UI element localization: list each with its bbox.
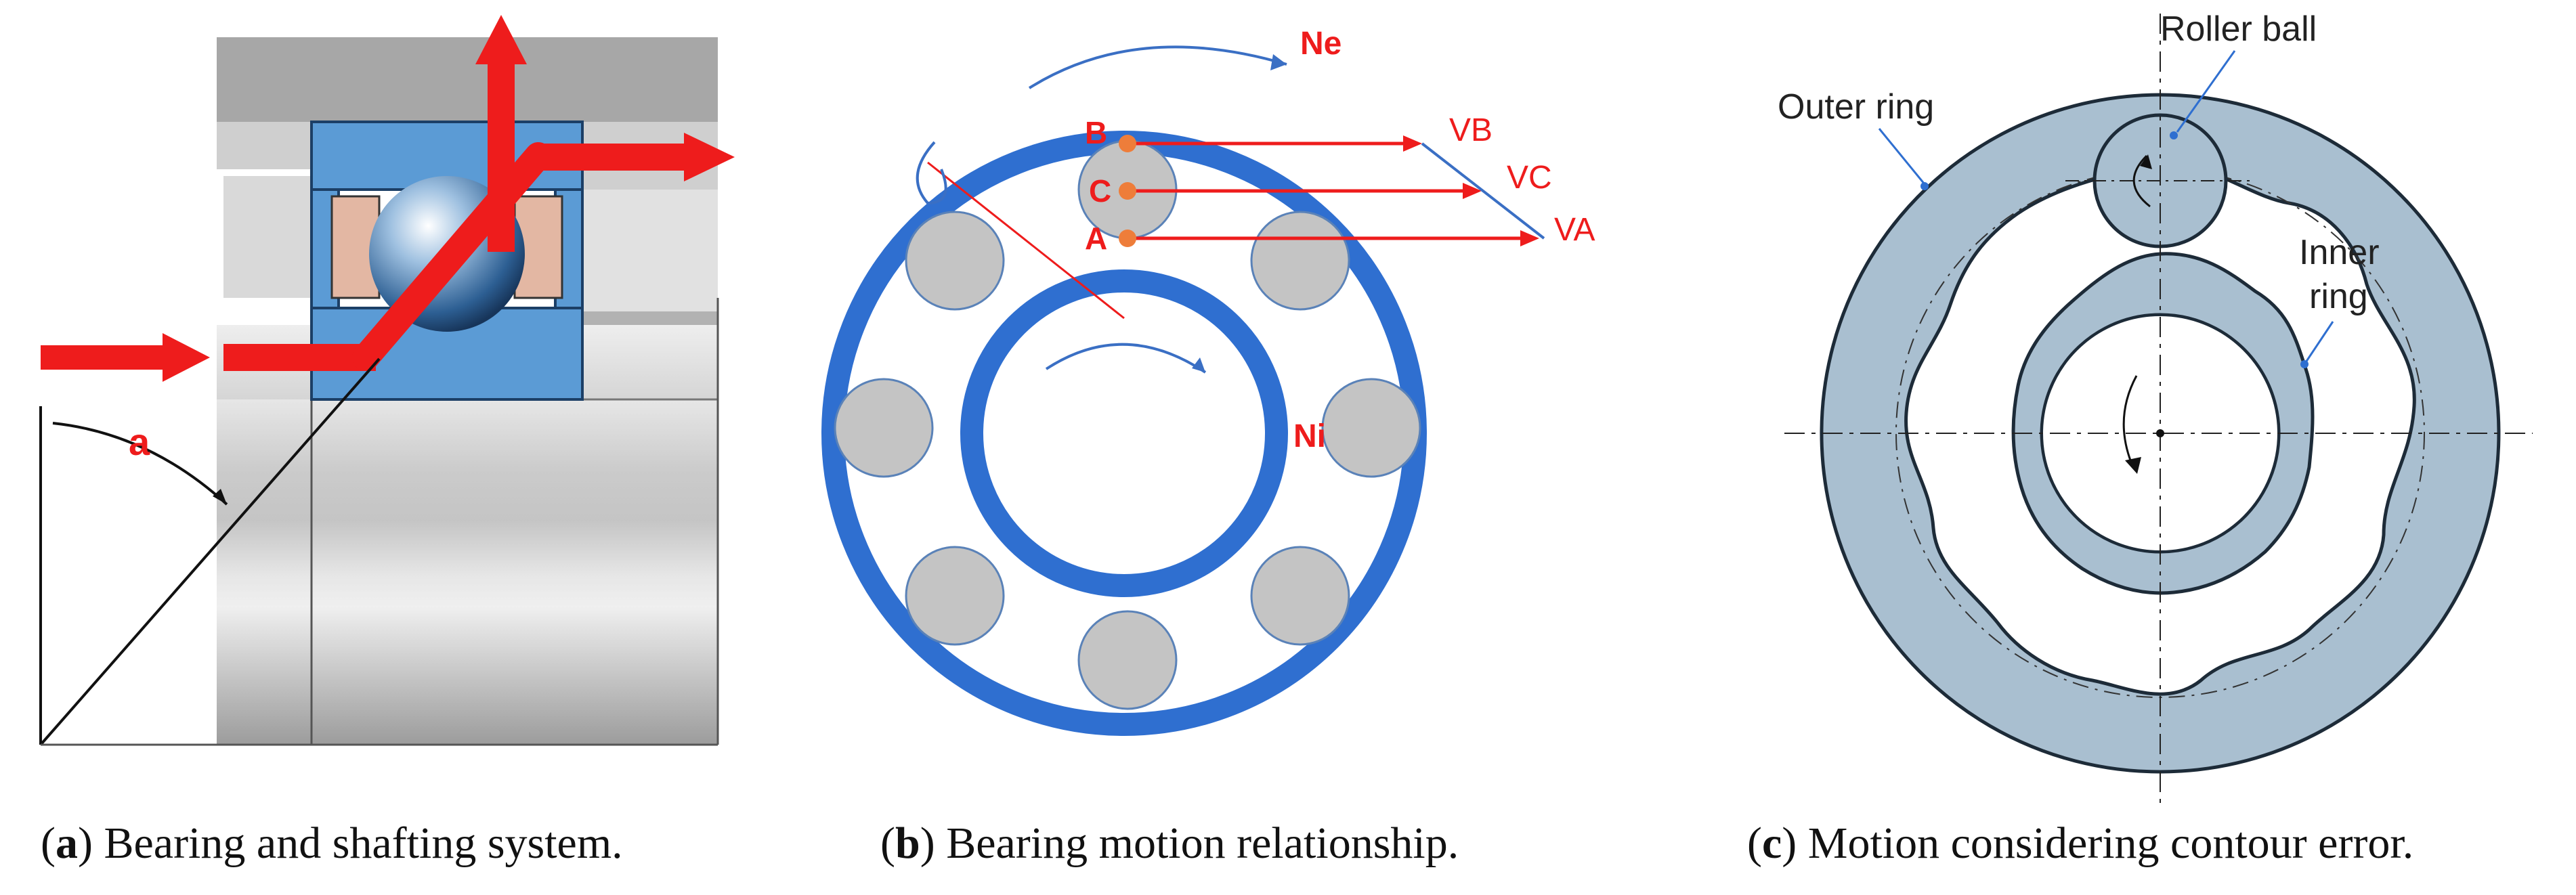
point-a-dot	[1119, 230, 1136, 247]
housing-top	[217, 37, 718, 122]
roller-ball-leader	[2176, 50, 2236, 133]
rolling-balls	[834, 139, 1421, 710]
velocity-label-vc: VC	[1507, 160, 1552, 196]
caption-a: (a) Bearing and shafting system.	[41, 818, 623, 868]
point-b-dot	[1119, 135, 1136, 152]
contact-line	[39, 357, 381, 746]
velocity-label-vb: VB	[1449, 112, 1493, 148]
bearing-shafting-diagram: a	[39, 15, 735, 746]
ball-rotation-arrow	[2132, 154, 2151, 208]
radius-line	[927, 161, 1125, 320]
panel-contour-error: Roller ball Outer ring Inner ring (c) Mo…	[1734, 0, 2576, 895]
inner-ring	[960, 269, 1288, 597]
outer-ring	[1820, 93, 2501, 774]
roller-ball-label: Roller ball	[2160, 9, 2317, 49]
angle-label: a	[129, 420, 150, 463]
panel-bearing-shafting: a (a) Bearing and shafting system.	[0, 0, 745, 895]
point-c-dot	[1119, 182, 1136, 200]
velocity-label-va: VA	[1554, 212, 1595, 248]
inner-ring-label-line1: Inner	[2299, 233, 2380, 272]
outer-ring-leader	[1878, 128, 1926, 185]
inner-ring-leader	[2304, 321, 2334, 363]
outer-ring-label: Outer ring	[1778, 87, 1934, 127]
inner-rotation-arrow	[2122, 375, 2138, 468]
outer-rotation-arrow	[1028, 45, 1287, 89]
point-label-b: B	[1085, 115, 1107, 150]
outer-speed-label: Ne	[1300, 26, 1341, 62]
inner-speed-label: Ni	[1293, 418, 1326, 454]
velocity-profile-line	[1421, 142, 1545, 240]
caption-c: (c) Motion considering contour error.	[1747, 818, 2414, 868]
inner-ring-label-line2: ring	[2309, 277, 2368, 316]
self-rotation-arrow	[916, 141, 947, 205]
force-path	[41, 15, 735, 382]
point-label-c: C	[1089, 173, 1111, 209]
contour-error-diagram: Roller ball Outer ring Inner ring	[1778, 9, 2533, 806]
bearing-motion-diagram: B C A VB VC VA Ne Ni	[821, 26, 1595, 736]
inner-rotation-arrow	[1045, 343, 1207, 374]
angle-arc	[52, 422, 228, 506]
point-label-a: A	[1085, 221, 1107, 256]
panel-bearing-motion: B C A VB VC VA Ne Ni (b) Bearing motion …	[821, 0, 1652, 895]
velocity-vectors	[1128, 135, 1545, 246]
caption-b: (b) Bearing motion relationship.	[880, 818, 1459, 868]
